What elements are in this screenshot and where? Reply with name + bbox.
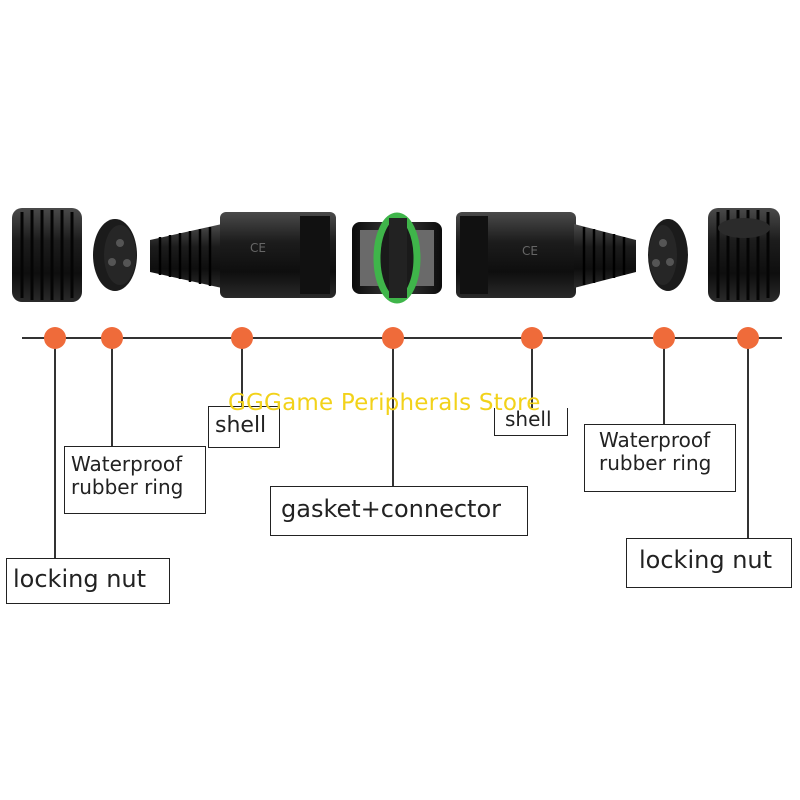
gasket-connector-part bbox=[352, 212, 442, 304]
leader-lines bbox=[54, 338, 749, 558]
label-gasket-connector: gasket+connector bbox=[270, 486, 528, 536]
right-shell-part: CE bbox=[456, 212, 636, 298]
label-locking-nut-right: locking nut bbox=[626, 538, 792, 588]
ce-mark-left: CE bbox=[250, 241, 266, 255]
label-locking-nut-left: locking nut bbox=[6, 558, 170, 604]
marker-dots bbox=[44, 327, 759, 349]
left-shell-part: CE bbox=[150, 212, 336, 298]
store-watermark: GGGame Peripherals Store bbox=[228, 390, 541, 416]
label-rubber-ring-right: Waterproof rubber ring bbox=[584, 424, 736, 492]
label-shell-left: shell bbox=[208, 406, 280, 448]
left-locking-nut-part bbox=[12, 208, 82, 302]
label-rubber-ring-left: Waterproof rubber ring bbox=[64, 446, 206, 514]
label-shell-right: shell bbox=[494, 408, 568, 436]
right-rubber-ring-part bbox=[648, 219, 688, 291]
ce-mark-right: CE bbox=[522, 244, 538, 258]
left-rubber-ring-part bbox=[93, 219, 137, 291]
right-locking-nut-part bbox=[708, 208, 780, 302]
